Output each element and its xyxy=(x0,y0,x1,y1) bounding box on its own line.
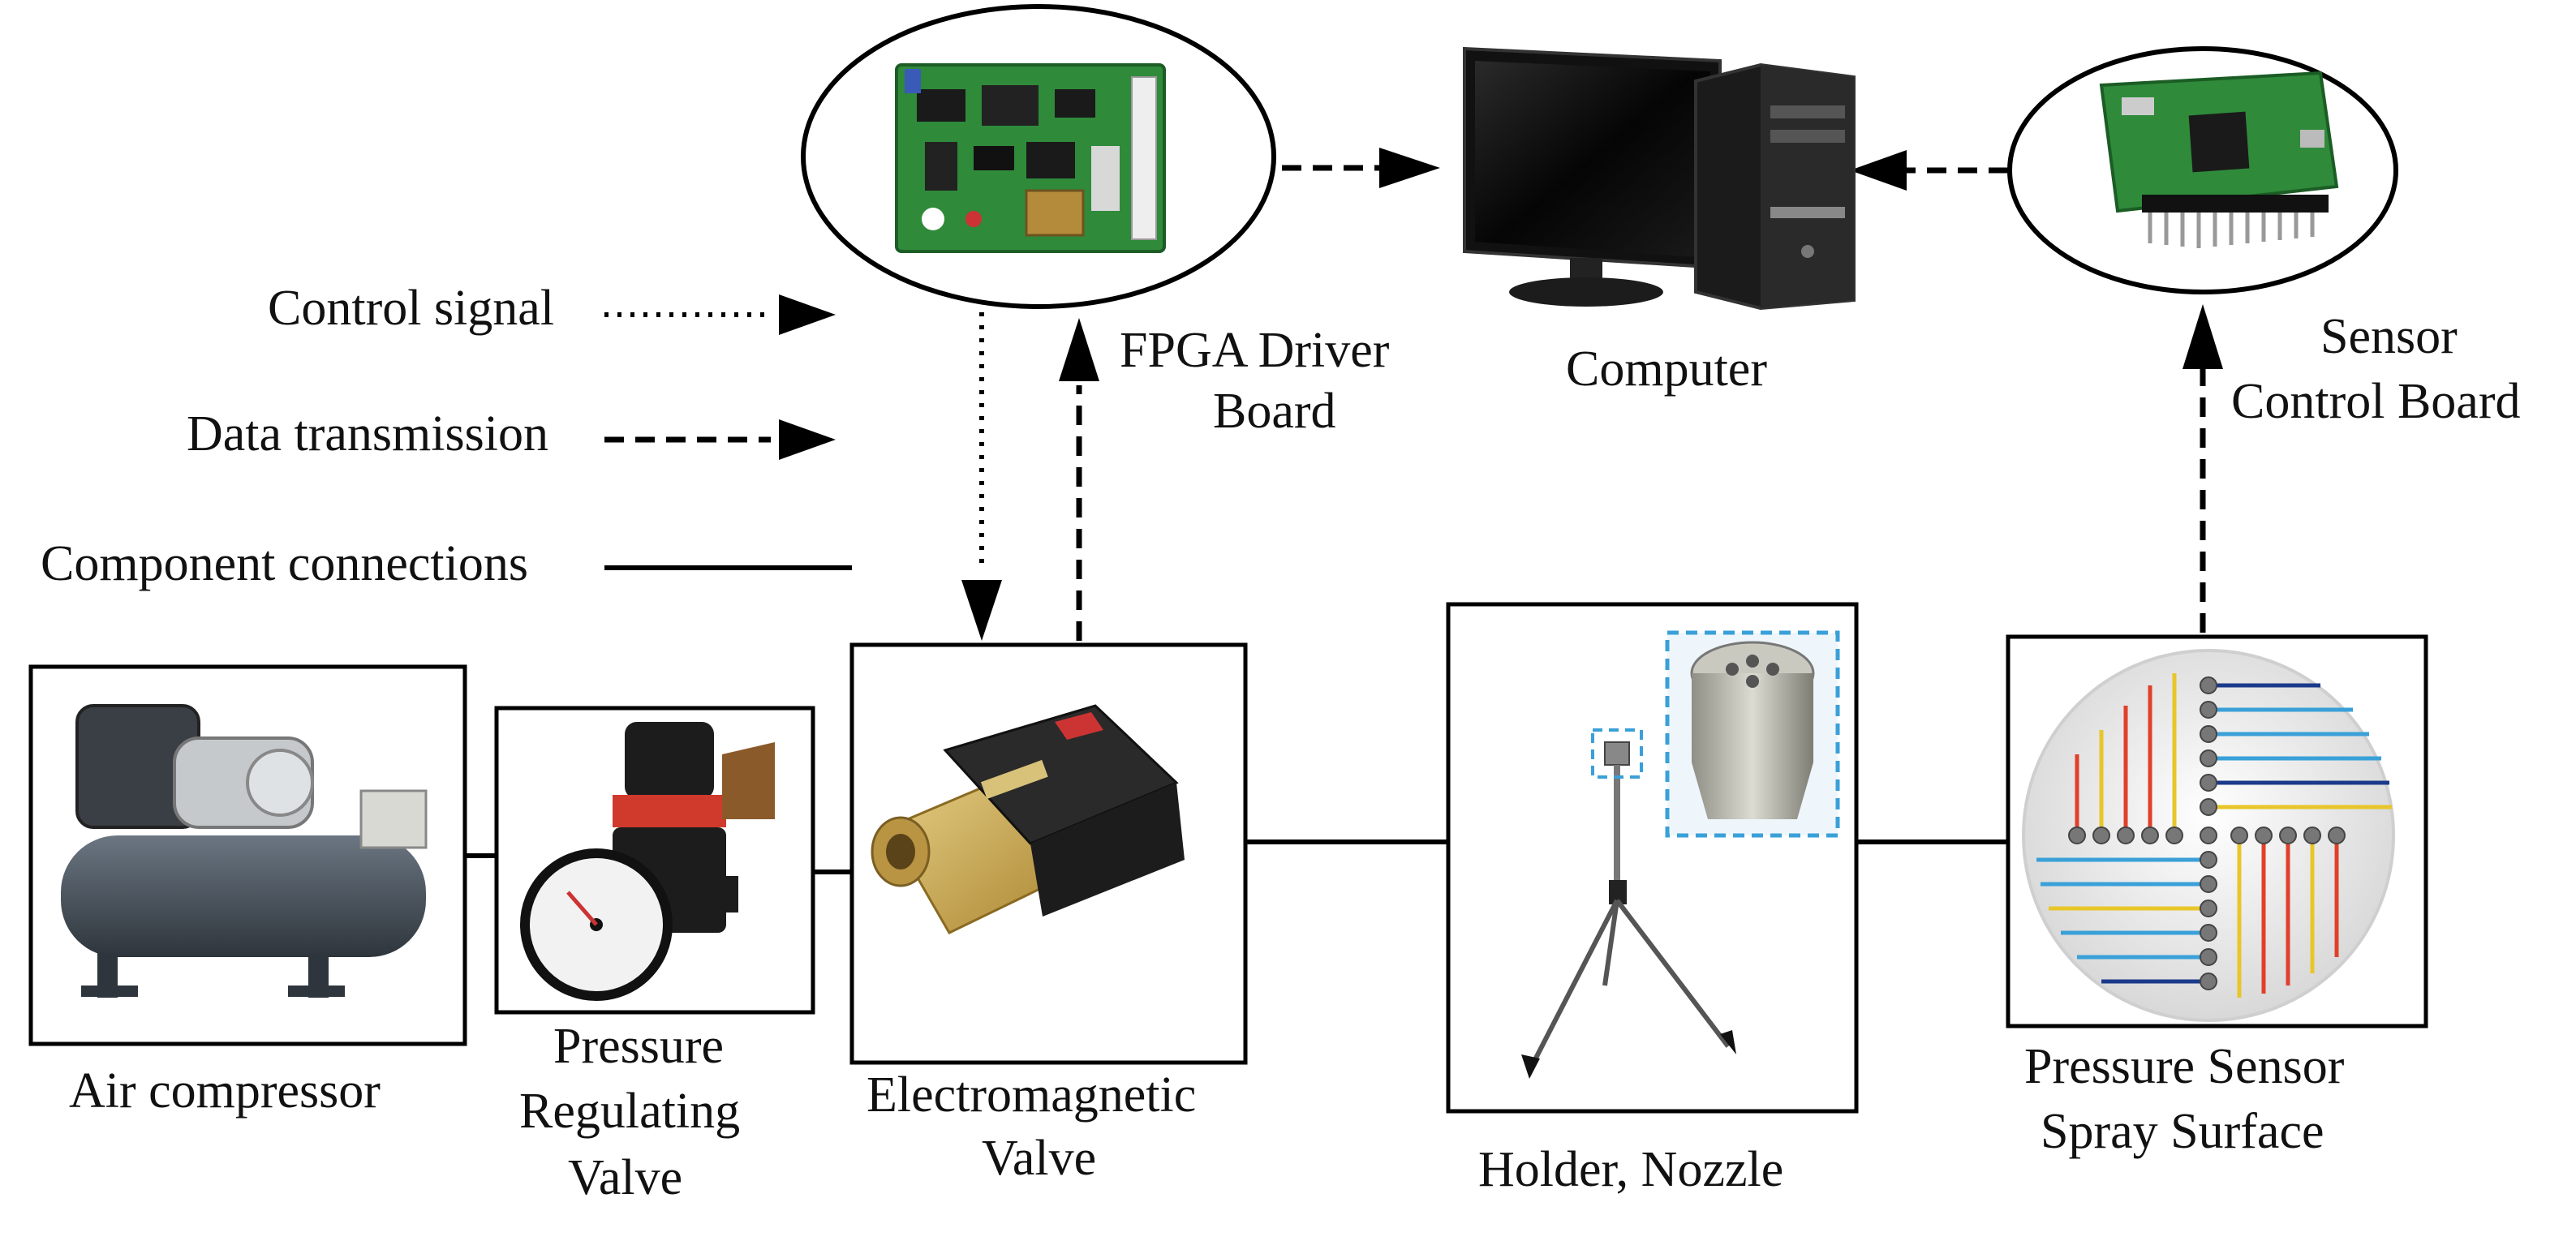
computer-icon xyxy=(1463,46,1856,311)
sensor-board-label-line1: Sensor xyxy=(2320,309,2458,364)
solenoid-valve-icon xyxy=(871,704,1185,934)
fpga-to-valve-control-arrowhead xyxy=(961,580,1002,641)
legend-dotted-arrowhead xyxy=(779,294,836,335)
pressure-valve-label-line2: Regulating xyxy=(519,1084,740,1139)
computer-node: Computer xyxy=(1463,46,1856,397)
fpga-label-line2: Board xyxy=(1213,384,1336,439)
air-compressor-icon xyxy=(61,704,428,998)
pressure-sensor-node: Pressure Sensor Spray Surface xyxy=(2006,634,2428,1159)
em-valve-label-line2: Valve xyxy=(982,1131,1096,1186)
legend-data-transmission-label: Data transmission xyxy=(187,406,548,462)
fpga-to-computer-arrowhead xyxy=(1379,148,1440,188)
computer-label: Computer xyxy=(1566,341,1767,397)
pressure-sensor-label-line1: Pressure Sensor xyxy=(2024,1039,2345,1094)
nozzle-detail-icon xyxy=(1665,630,1840,838)
legend-dashed-arrowhead xyxy=(779,419,836,460)
fpga-board-icon xyxy=(895,63,1166,253)
air-compressor-node: Air compressor xyxy=(28,664,467,1119)
tripod-holder-icon xyxy=(1521,728,1736,1079)
legend-component-connections-label: Component connections xyxy=(41,536,528,591)
sensor-control-board-node: Sensor Control Board xyxy=(2007,46,2520,429)
sensorboard-to-computer-arrowhead xyxy=(1850,150,1907,191)
valve-to-fpga-data-arrowhead xyxy=(1059,318,1099,381)
air-compressor-label: Air compressor xyxy=(69,1063,381,1119)
holder-nozzle-node: Holder, Nozzle xyxy=(1446,602,1859,1197)
pressure-valve-label-line3: Valve xyxy=(568,1150,682,1205)
sensor-board-label-line2: Control Board xyxy=(2231,374,2520,429)
connections xyxy=(465,148,2223,874)
pressure-sensor-label-line2: Spray Surface xyxy=(2041,1104,2324,1159)
pressure-regulator-icon xyxy=(520,722,775,1001)
pressure-regulating-valve-node: Pressure Regulating Valve xyxy=(494,706,815,1205)
legend-control-signal-label: Control signal xyxy=(268,281,554,336)
fpga-driver-board-node: FPGA Driver Board xyxy=(801,4,1390,439)
em-valve-label-line1: Electromagnetic xyxy=(867,1067,1196,1123)
sensor-array-icon xyxy=(2022,649,2395,1022)
sensor-board-icon xyxy=(2099,71,2339,248)
legend: Control signal Data transmission Compone… xyxy=(41,281,852,591)
holder-label: Holder, Nozzle xyxy=(1478,1142,1783,1197)
fpga-label-line1: FPGA Driver xyxy=(1120,323,1390,378)
sensor-to-board-data-arrowhead xyxy=(2183,304,2223,369)
pressure-valve-label-line1: Pressure xyxy=(553,1019,724,1074)
electromagnetic-valve-node: Electromagnetic Valve xyxy=(849,642,1248,1186)
